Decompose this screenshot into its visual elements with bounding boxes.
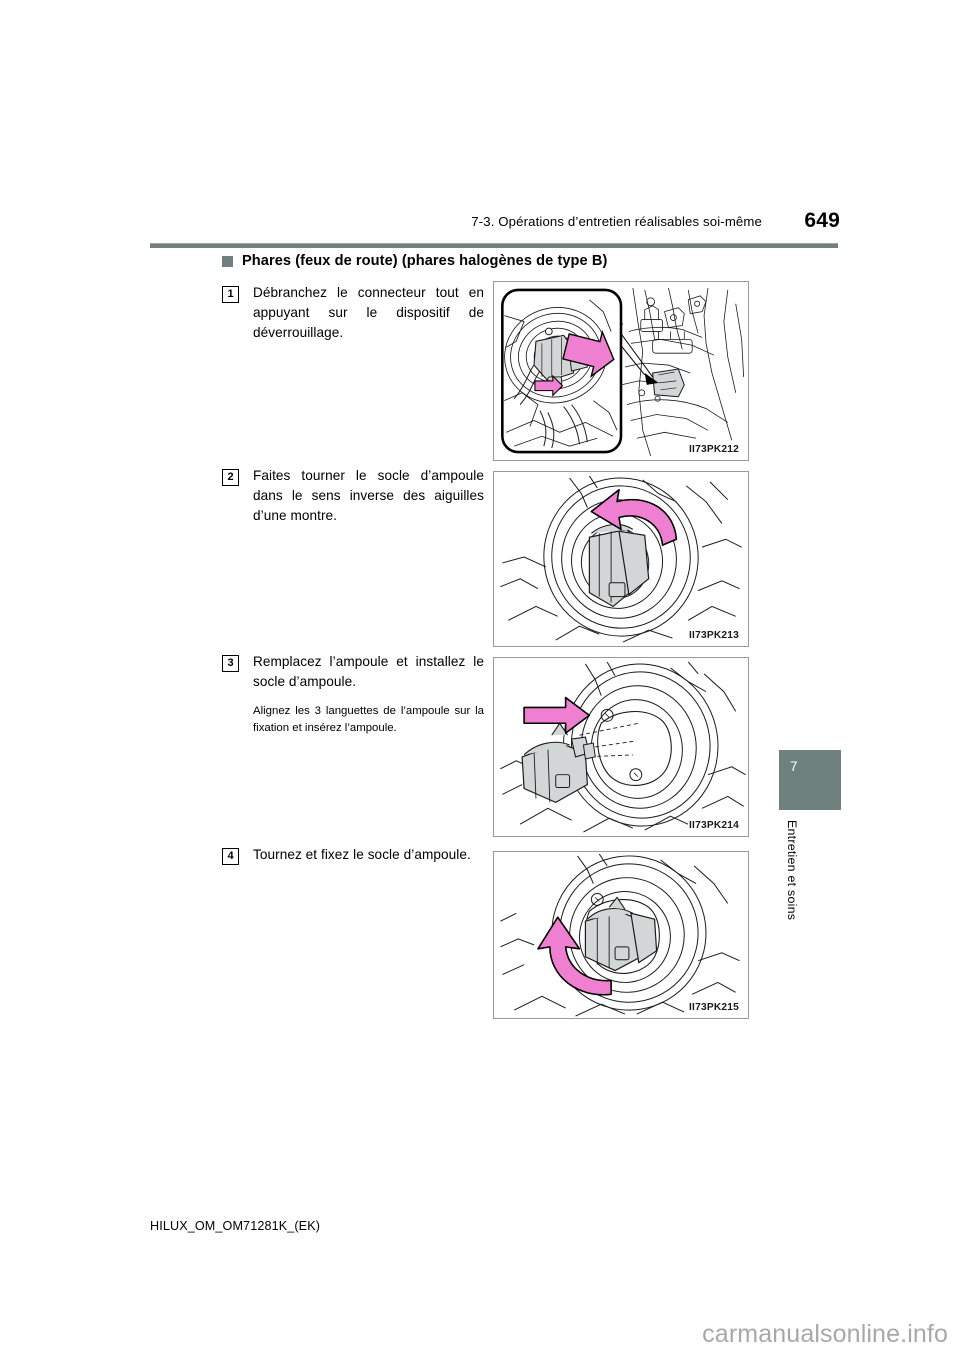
- illustration-panel-3: II73PK214: [493, 657, 749, 837]
- page-header: 7-3. Opérations d’entretien réalisables …: [150, 209, 840, 246]
- illustration-code-4: II73PK215: [688, 1002, 740, 1013]
- chapter-tab-label: Entretien et soins: [785, 820, 799, 921]
- step-text-column-4: 4 Tournez et fixez le socle d’ampoule.: [222, 845, 484, 865]
- step-detail-3: Alignez les 3 languettes de l’ampoule su…: [253, 705, 484, 735]
- chapter-tab-marker: 7: [779, 750, 841, 810]
- step-number-badge-1: 1: [222, 286, 239, 303]
- step-instruction-4: Tournez et fixez le socle d’ampoule.: [253, 847, 471, 862]
- header-section-title: 7-3. Opérations d’entretien réalisables …: [471, 214, 762, 229]
- step-text-column-3: 3 Remplacez l’ampoule et installez le so…: [222, 652, 484, 737]
- watermark-text: carmanualsonline.info: [702, 1320, 948, 1348]
- page-number: 649: [804, 209, 840, 232]
- page-sheet: 7-3. Opérations d’entretien réalisables …: [150, 209, 841, 1233]
- illustration-code-3: II73PK214: [688, 820, 740, 831]
- chapter-tab-number: 7: [790, 759, 798, 774]
- illustration-panel-4: II73PK215: [493, 851, 749, 1019]
- square-bullet-icon: [222, 255, 233, 267]
- illustration-code-2: II73PK213: [688, 630, 740, 641]
- step-instruction-1: Débranchez le connecteur tout en appuyan…: [253, 285, 484, 341]
- section-heading-label: Phares (feux de route) (phares halogènes…: [242, 253, 608, 269]
- illustration-panel-1: II73PK212: [493, 281, 749, 461]
- step-number-badge-2: 2: [222, 469, 239, 486]
- illustration-panel-2: II73PK213: [493, 471, 749, 647]
- step-instruction-3: Remplacez l’ampoule et installez le socl…: [253, 654, 484, 690]
- step-text-column-2: 2 Faites tourner le socle d’ampoule dans…: [222, 466, 484, 526]
- step-instruction-2: Faites tourner le socle d’ampoule dans l…: [253, 468, 484, 524]
- step-number-badge-3: 3: [222, 655, 239, 672]
- section-heading: Phares (feux de route) (phares halogènes…: [222, 253, 607, 269]
- illustration-code-1: II73PK212: [688, 444, 740, 455]
- watermark-band: carmanualsonline.info: [0, 1306, 960, 1358]
- footer-document-id: HILUX_OM_OM71281K_(EK): [150, 1219, 321, 1233]
- step-text-column-1: 1 Débranchez le connecteur tout en appuy…: [222, 283, 484, 343]
- header-divider-rule: [150, 243, 838, 248]
- step-number-badge-4: 4: [222, 848, 239, 865]
